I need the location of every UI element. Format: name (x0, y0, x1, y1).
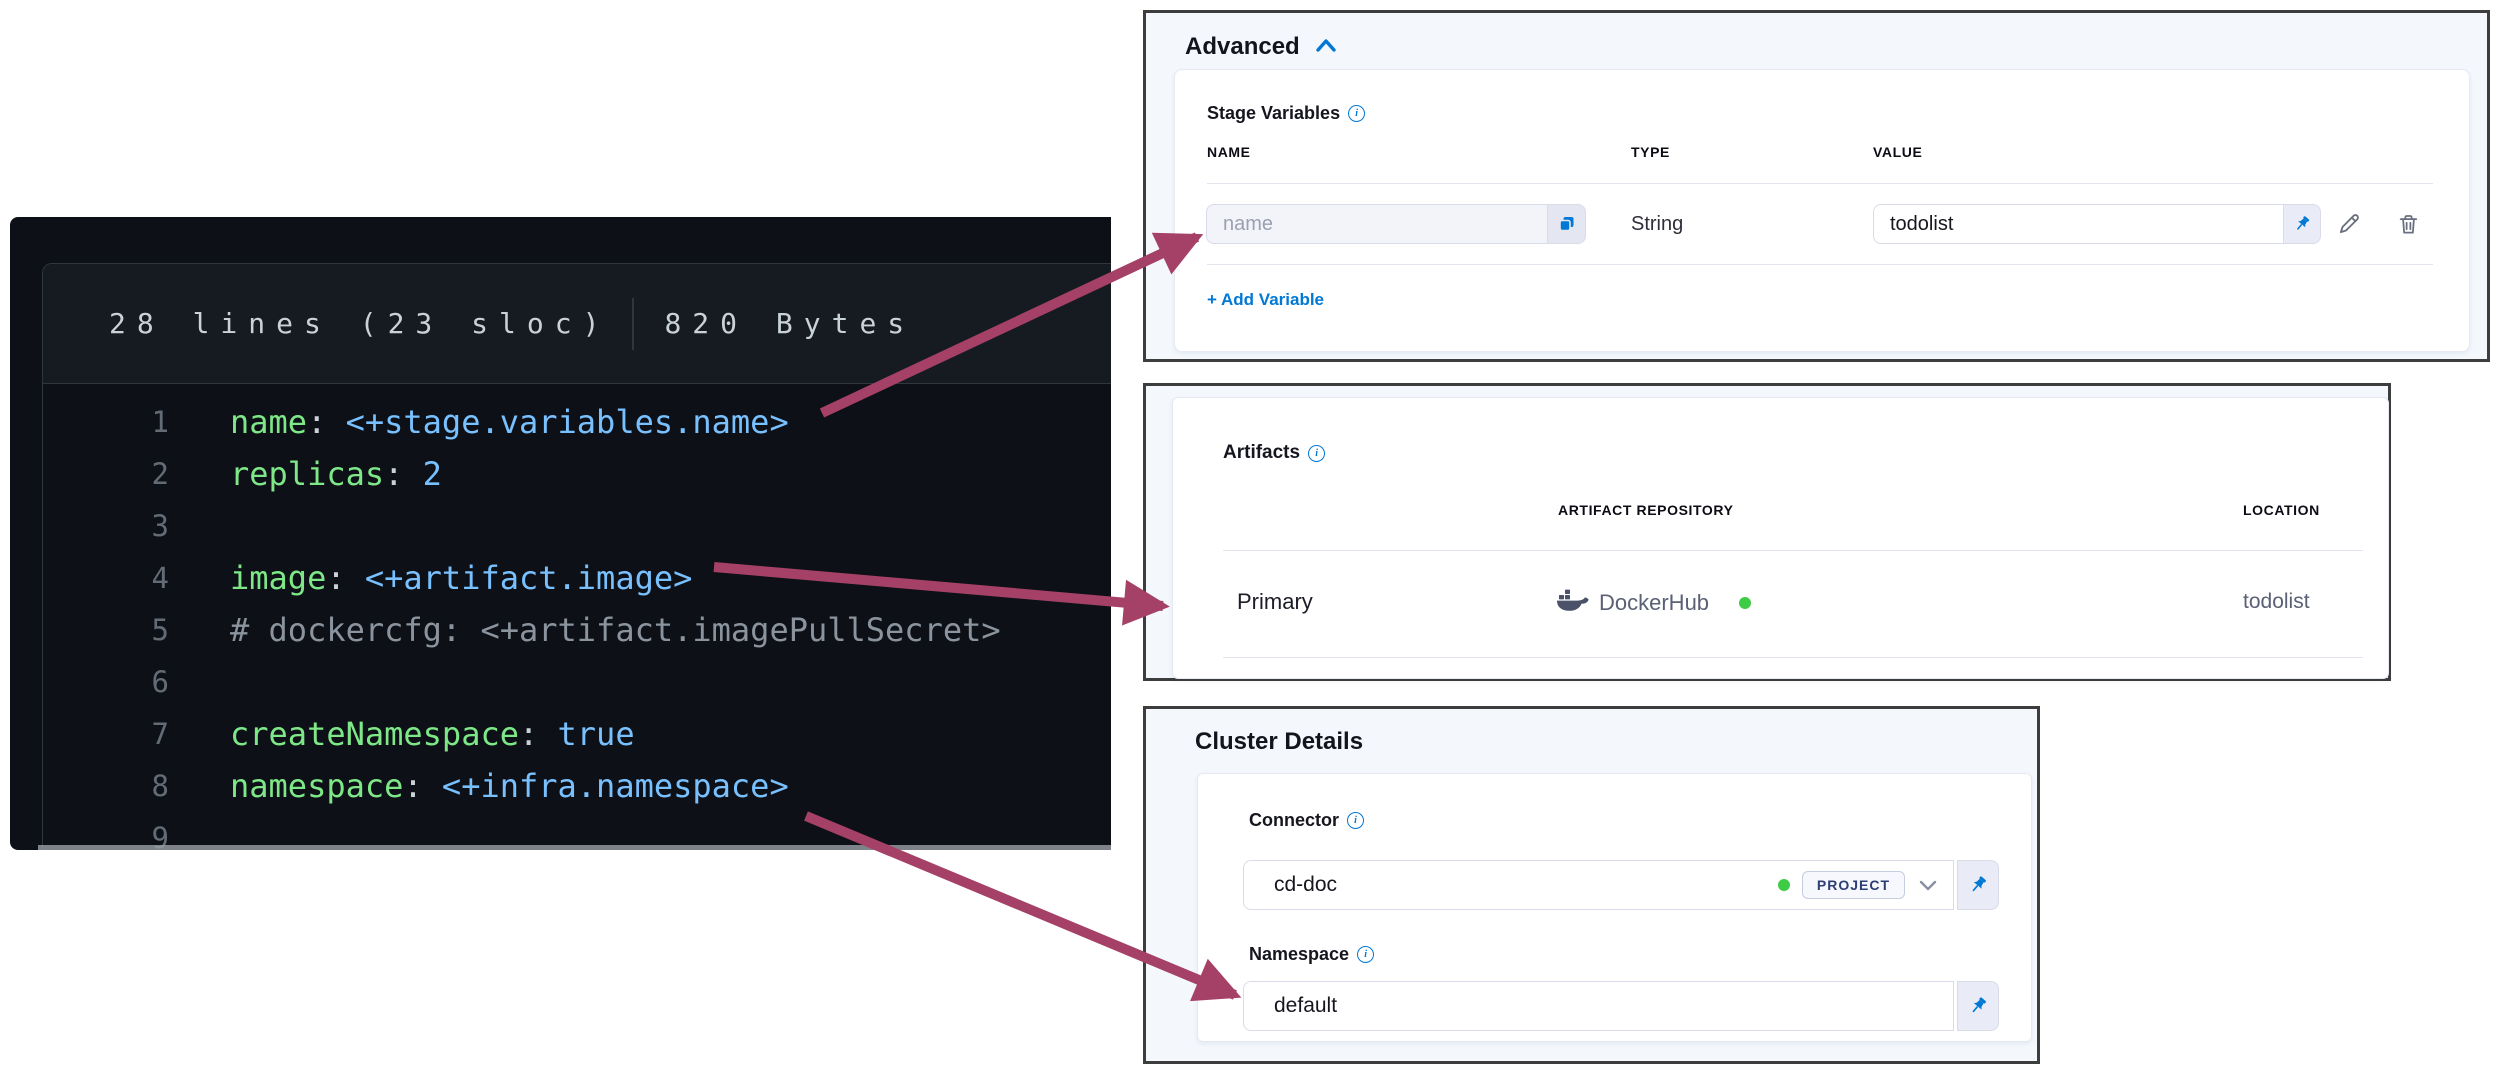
scope-badge[interactable]: PROJECT (1801, 871, 1905, 899)
line-text: # dockercfg: <+artifact.imagePullSecret> (230, 611, 1001, 649)
docker-whale-icon (1556, 588, 1590, 619)
file-meta-bar: 28 lines (23 sloc) 820 Bytes (43, 264, 1111, 384)
variable-name-input[interactable] (1206, 204, 1548, 244)
edit-button[interactable] (2334, 209, 2364, 239)
line-number: 2 (151, 457, 169, 491)
cluster-details-card: Connector i cd-doc PROJECT (1197, 773, 2032, 1042)
divider (1207, 264, 2433, 265)
stage-variables-card: Stage Variables i NAME TYPE VALUE String (1174, 69, 2470, 352)
variable-value-input[interactable] (1873, 204, 2284, 244)
code-line: 9 (43, 812, 1111, 850)
divider (1223, 550, 2363, 551)
line-number: 8 (151, 769, 169, 803)
file-box: 28 lines (23 sloc) 820 Bytes 1 name: <+st… (42, 263, 1111, 850)
pin-icon (1972, 997, 1986, 1013)
line-number: 5 (151, 613, 169, 647)
connector-label: Connector (1249, 810, 1339, 830)
info-icon[interactable]: i (1347, 812, 1364, 829)
line-text: name: <+stage.variables.name> (230, 403, 789, 441)
meta-divider (632, 297, 635, 350)
delete-button[interactable] (2393, 209, 2423, 239)
connector-status-dot (1777, 879, 1790, 891)
line-text: replicas: 2 (230, 455, 442, 493)
code-line: 3 (43, 500, 1111, 552)
pin-button[interactable] (1957, 860, 1999, 910)
divider (1223, 657, 2363, 658)
advanced-section-toggle[interactable]: Advanced (1185, 33, 1336, 61)
pin-icon (2297, 216, 2310, 230)
code-line: 7 createNamespace: true (43, 708, 1111, 760)
divider (1207, 183, 2433, 184)
col-artifact-repository: ARTIFACT REPOSITORY (1558, 502, 1734, 518)
line-text: createNamespace: true (230, 715, 635, 753)
advanced-title: Advanced (1185, 33, 1300, 60)
artifact-row-name: Primary (1237, 589, 1313, 614)
code-line: 5 # dockercfg: <+artifact.imagePullSecret… (43, 604, 1111, 656)
line-number: 3 (151, 509, 169, 543)
col-name: NAME (1207, 144, 1251, 160)
pin-button[interactable] (2284, 204, 2321, 244)
namespace-label-row: Namespace i (1249, 944, 1375, 965)
chevron-up-icon (1316, 38, 1336, 57)
artifact-repository-value: DockerHub (1599, 590, 1710, 615)
variable-value-group (1873, 204, 2321, 244)
line-text: namespace: <+infra.namespace> (230, 767, 789, 805)
namespace-label: Namespace (1249, 944, 1350, 964)
line-number: 1 (151, 405, 169, 439)
code-line: 6 (43, 656, 1111, 708)
file-meta-size: 820 Bytes (664, 307, 916, 340)
artifacts-label-row: Artifacts i (1223, 442, 1326, 464)
code-line: 4 image: <+artifact.image> (43, 552, 1111, 604)
col-location: LOCATION (2243, 502, 2320, 518)
info-icon[interactable]: i (1357, 946, 1375, 963)
connector-input[interactable]: cd-doc PROJECT (1243, 860, 1954, 910)
scrollbar-strip[interactable] (38, 845, 1111, 850)
cluster-details-panel: Cluster Details Connector i cd-doc PROJE… (1143, 706, 2040, 1064)
stage-variables-label-row: Stage Variables i (1207, 103, 1366, 124)
artifacts-panel: Artifacts i ARTIFACT REPOSITORY LOCATION… (1143, 383, 2391, 681)
file-meta-lines: 28 lines (23 sloc) (109, 307, 611, 340)
code-line: 1 name: <+stage.variables.name> (43, 396, 1111, 448)
line-number: 9 (151, 821, 169, 850)
copy-icon (1558, 217, 1573, 232)
col-type: TYPE (1631, 144, 1670, 160)
connector-label-row: Connector i (1249, 810, 1364, 831)
connected-status-dot (1739, 597, 1751, 609)
advanced-panel: Advanced Stage Variables i NAME TYPE VAL… (1143, 10, 2490, 362)
code-viewer: 28 lines (23 sloc) 820 Bytes 1 name: <+st… (10, 217, 1111, 850)
chevron-down-icon[interactable] (1919, 880, 1937, 891)
col-value: VALUE (1873, 144, 1923, 160)
stage-variables-label: Stage Variables (1207, 103, 1341, 123)
code-lines: 1 name: <+stage.variables.name> 2 replicas:… (43, 384, 1111, 850)
code-line: 2 replicas: 2 (43, 448, 1111, 500)
line-number: 4 (151, 561, 169, 595)
pin-button[interactable] (1957, 981, 1999, 1031)
info-icon[interactable]: i (1308, 444, 1326, 462)
namespace-value: default (1274, 994, 1338, 1017)
add-variable-link[interactable]: + Add Variable (1207, 290, 1324, 309)
namespace-input[interactable]: default (1243, 981, 1954, 1031)
cluster-details-title: Cluster Details (1195, 728, 1364, 755)
line-number: 7 (151, 717, 169, 751)
line-text: image: <+artifact.image> (230, 559, 693, 597)
copy-button[interactable] (1548, 204, 1586, 244)
artifacts-title: Artifacts (1223, 442, 1301, 463)
artifact-location-value: todolist (2243, 590, 2310, 613)
trash-icon (2399, 214, 2417, 234)
code-line: 8 namespace: <+infra.namespace> (43, 760, 1111, 812)
pencil-icon (2339, 214, 2359, 234)
pin-icon (1972, 876, 1986, 892)
line-number: 6 (151, 665, 169, 699)
artifacts-card: Artifacts i ARTIFACT REPOSITORY LOCATION… (1172, 397, 2389, 679)
info-icon[interactable]: i (1348, 105, 1366, 122)
variable-type: String (1631, 213, 1684, 235)
connector-value: cd-doc (1274, 873, 1338, 896)
variable-name-group (1206, 204, 1586, 244)
